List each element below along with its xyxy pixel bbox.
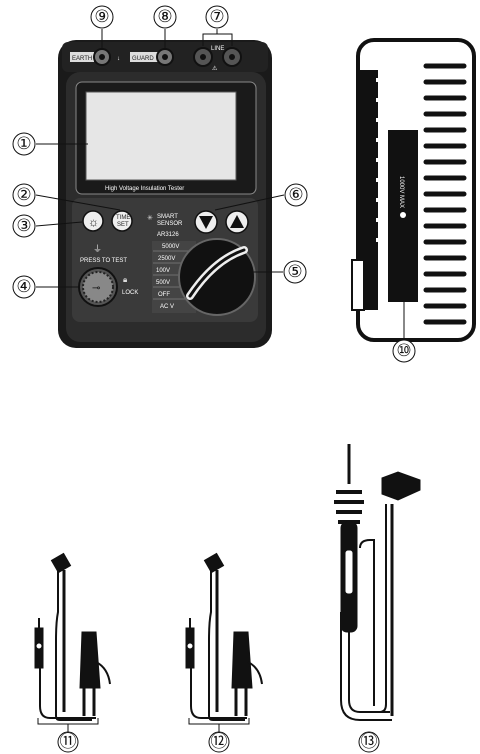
lock-label: LOCK (122, 290, 138, 296)
svg-text:⑧: ⑧ (157, 7, 172, 26)
model-label: AR3126 (157, 232, 179, 238)
callout-1: ① (12, 132, 36, 156)
callout-3: ③ (12, 214, 36, 238)
backlight-button[interactable] (82, 210, 104, 232)
guard-label-box (130, 52, 158, 62)
svg-text:⑬: ⑬ (361, 732, 378, 751)
svg-text:⑫: ⑫ (211, 732, 228, 751)
callout-5: ⑤ (283, 260, 307, 284)
range-5: AC V (160, 304, 174, 310)
warning-icon: ⚠ (212, 65, 218, 72)
time-set-label-bottom: SET (117, 222, 129, 228)
callout-7: ⑦ (205, 5, 229, 29)
alligator-clip (231, 631, 253, 689)
time-set-button[interactable] (111, 210, 133, 232)
svg-text:⑪: ⑪ (60, 732, 77, 751)
svg-text:④: ④ (16, 277, 31, 296)
line-label: LINE (211, 46, 224, 52)
callout-2: ② (12, 183, 36, 207)
callout-12: ⑫ (208, 731, 230, 753)
brand-top: SMART (157, 214, 178, 220)
svg-text:⑨: ⑨ (94, 7, 109, 26)
svg-text:⑦: ⑦ (209, 7, 224, 26)
callout-9: ⑨ (90, 5, 114, 29)
right-angle-plug (50, 552, 72, 574)
callout-lines (35, 29, 405, 340)
screen-caption: High Voltage Insulation Tester (105, 186, 184, 192)
side-indicator (400, 212, 406, 218)
range-0: 5000V (162, 244, 179, 250)
right-angle-plug (381, 471, 421, 501)
test-lead-13 (334, 444, 421, 721)
brand-logo-icon: ✳ (147, 214, 153, 222)
guard-label: GUARD (132, 56, 154, 62)
rotary-selector-knob[interactable] (178, 238, 256, 316)
callout-6: ⑥ (284, 183, 308, 207)
test-lead-11 (34, 552, 111, 721)
sun-icon: ☼ (88, 215, 99, 229)
tester-front: EARTH ↓ GUARD LINE ⚠ High Voltage Insula… (58, 40, 272, 348)
side-stand (351, 259, 365, 311)
callout-13: ⑬ (358, 731, 380, 753)
lock-icon: 🔒︎ (123, 275, 127, 284)
right-angle-plug (203, 552, 225, 574)
test-symbol-icon: ⏚ (93, 244, 102, 254)
callout-11: ⑪ (57, 731, 79, 753)
press-to-test-label: PRESS TO TEST (80, 258, 127, 264)
callout-4: ④ (12, 275, 36, 299)
lcd-display (85, 91, 237, 181)
alligator-clip (79, 631, 101, 689)
tester-side: 1000V MAX (351, 38, 476, 342)
test-lead-12 (185, 552, 263, 721)
range-4: OFF (158, 292, 170, 298)
time-set-label-top: TIME (116, 215, 130, 221)
side-text: 1000V MAX (398, 176, 404, 208)
svg-text:⑤: ⑤ (287, 262, 302, 281)
svg-text:⑩: ⑩ (396, 341, 411, 360)
earth-arrow-icon: ↓ (117, 56, 120, 62)
range-2: 100V (156, 268, 170, 274)
up-arrow-icon (230, 215, 244, 228)
test-key-icon: ⊸ (92, 283, 100, 294)
callout-10: ⑩ (392, 339, 416, 363)
range-1: 2500V (158, 256, 175, 262)
down-arrow-icon (199, 216, 213, 229)
brand-bottom: SENSOR (157, 221, 183, 227)
range-3: 500V (156, 280, 170, 286)
svg-text:⑥: ⑥ (288, 185, 303, 204)
earth-label: EARTH (72, 56, 92, 62)
earth-label-box (70, 52, 94, 62)
svg-text:③: ③ (16, 216, 31, 235)
side-vents (376, 63, 467, 325)
svg-text:②: ② (16, 185, 31, 204)
callout-8: ⑧ (153, 5, 177, 29)
svg-text:①: ① (16, 134, 31, 153)
